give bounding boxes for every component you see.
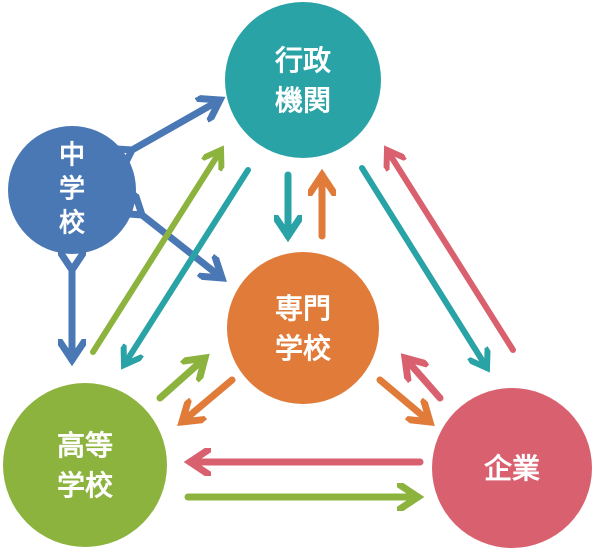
node-chugakko-line2: 学 bbox=[59, 174, 85, 205]
arrow-koko-to-senmon bbox=[156, 358, 205, 402]
node-koko-line1: 高等 bbox=[57, 429, 113, 462]
node-gyosei-circle bbox=[225, 2, 381, 158]
arrow-kigyo-to-gyosei bbox=[387, 150, 516, 353]
node-kigyo: 企業 bbox=[432, 388, 592, 548]
arrow-kigyo-to-senmon bbox=[405, 358, 444, 402]
arrow-gyosei-to-koko bbox=[124, 167, 251, 365]
arrow-chugakko-senmon bbox=[142, 215, 222, 278]
node-chugakko-circle bbox=[8, 126, 136, 254]
arrow-senmon-to-koko bbox=[182, 376, 236, 422]
arrow-koko-to-gyosei bbox=[90, 150, 221, 355]
node-chugakko-line3: 校 bbox=[59, 208, 86, 239]
node-gyosei-line2: 機関 bbox=[275, 84, 331, 117]
node-kigyo-circle bbox=[432, 388, 592, 548]
node-kigyo-line1: 企業 bbox=[484, 452, 540, 485]
node-senmon-line2: 学校 bbox=[275, 332, 332, 365]
node-koko: 高等 学校 bbox=[3, 383, 167, 547]
node-chugakko: 中 学 校 bbox=[8, 126, 136, 254]
arrow-senmon-to-kigyo bbox=[376, 376, 430, 422]
arrows-layer bbox=[72, 100, 516, 497]
node-koko-line2: 学校 bbox=[57, 469, 114, 502]
arrow-chugakko-gyosei bbox=[132, 100, 220, 150]
node-gyosei: 行政 機関 bbox=[225, 2, 381, 158]
node-senmon-circle bbox=[227, 252, 379, 404]
node-koko-circle bbox=[3, 383, 167, 547]
node-chugakko-line1: 中 bbox=[59, 141, 85, 171]
node-gyosei-line1: 行政 bbox=[274, 44, 331, 77]
node-senmon: 専門 学校 bbox=[227, 252, 379, 404]
node-senmon-line1: 専門 bbox=[275, 292, 331, 325]
arrow-gyosei-to-kigyo bbox=[359, 165, 487, 368]
